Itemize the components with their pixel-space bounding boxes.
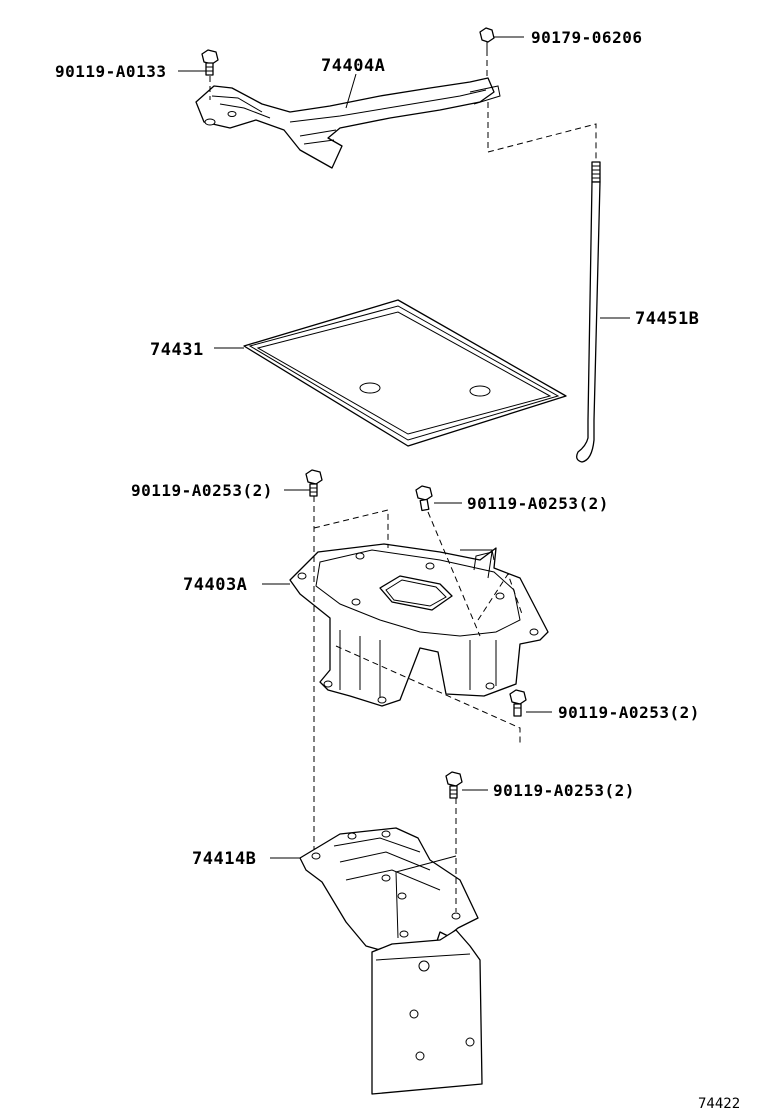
bolt-icon[interactable] <box>305 469 323 497</box>
battery-carrier-part[interactable] <box>289 543 549 707</box>
carrier-bracket-part[interactable] <box>299 827 483 1095</box>
bolt-bracket-label[interactable]: 90119-A0253(2) <box>493 781 635 800</box>
bracket-label[interactable]: 74414B <box>192 849 256 869</box>
bolt-carrier-lower-label[interactable]: 90119-A0253(2) <box>558 703 700 722</box>
bolt-icon[interactable] <box>445 771 463 799</box>
tray-label[interactable]: 74431 <box>150 340 204 360</box>
hold-down-rod-part[interactable] <box>576 161 601 463</box>
bolt-icon[interactable] <box>201 49 219 76</box>
alignment-line <box>477 572 523 621</box>
battery-clamp-part[interactable] <box>195 77 501 169</box>
bolt-icon[interactable] <box>415 485 433 512</box>
figure-reference: 74422 <box>698 1096 740 1112</box>
bolt-top-left-label[interactable]: 90119-A0133 <box>55 62 166 81</box>
leader-line <box>345 73 357 109</box>
battery-tray-part[interactable] <box>243 299 567 447</box>
alignment-line <box>335 645 521 744</box>
carrier-label[interactable]: 74403A <box>183 575 247 595</box>
nut-icon[interactable] <box>479 27 495 50</box>
alignment-line <box>313 509 389 548</box>
bolt-icon[interactable] <box>509 689 527 717</box>
alignment-line <box>427 511 481 637</box>
nut-top-right-label[interactable]: 90179-06206 <box>531 28 642 47</box>
alignment-line <box>487 102 597 160</box>
bolt-carrier-right-label[interactable]: 90119-A0253(2) <box>467 494 609 513</box>
bolt-carrier-left-label[interactable]: 90119-A0253(2) <box>131 481 273 500</box>
clamp-label[interactable]: 74404A <box>321 56 385 76</box>
rod-label[interactable]: 74451B <box>635 309 699 329</box>
